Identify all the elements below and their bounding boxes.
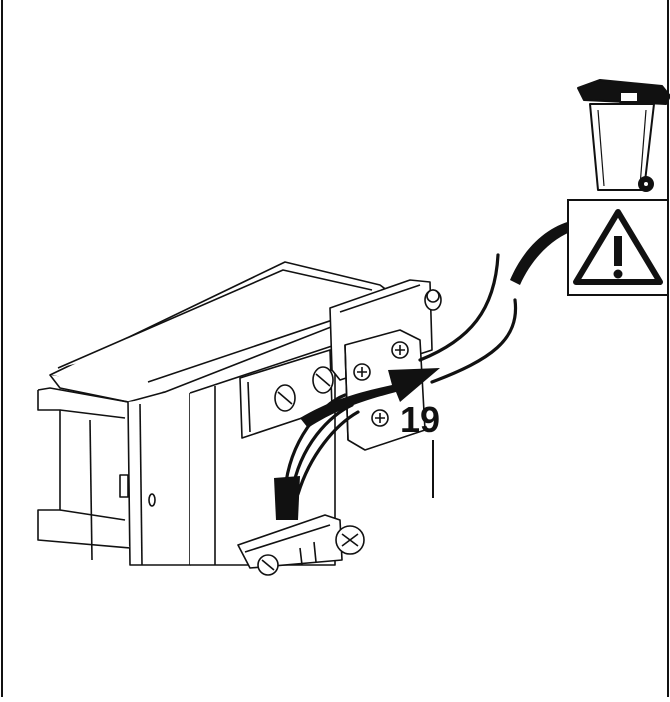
step-number: 19: [400, 399, 440, 440]
wheelie-bin-icon: [577, 79, 670, 192]
cable-sheath: [274, 476, 300, 520]
screw-terminal: [237, 514, 365, 576]
warning-triangle-icon: [567, 199, 669, 296]
removal-arrow: [300, 368, 440, 428]
device-housing: [37, 261, 442, 566]
